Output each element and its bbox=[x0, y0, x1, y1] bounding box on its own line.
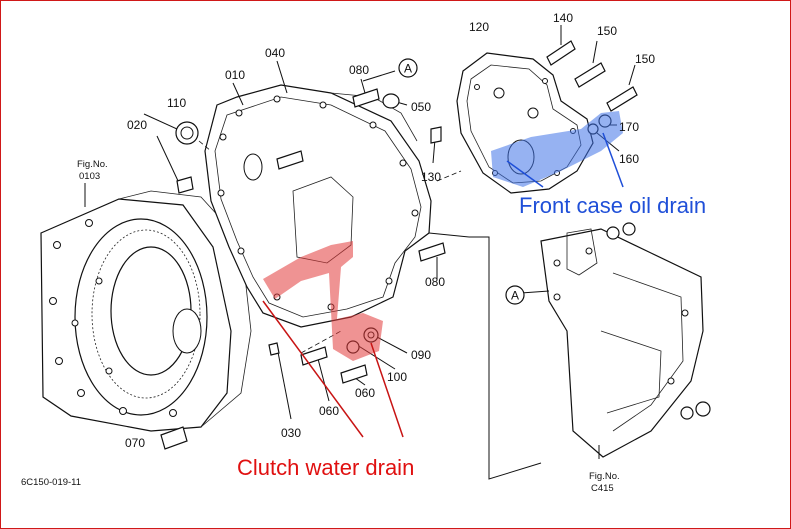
figure-ref-number: 0103 bbox=[79, 171, 100, 182]
fasteners bbox=[160, 40, 711, 450]
part-label: 020 bbox=[127, 118, 147, 132]
part-label: 040 bbox=[265, 46, 285, 60]
figure-ref-c415: Fig.No. C415 bbox=[589, 471, 620, 494]
part-label: 140 bbox=[553, 11, 573, 25]
part-label: 010 bbox=[225, 68, 245, 82]
part-label: 060 bbox=[319, 404, 339, 418]
part-label: 030 bbox=[281, 426, 301, 440]
part-label: 050 bbox=[411, 100, 431, 114]
annotation-pointers bbox=[262, 132, 624, 438]
part-label: 060 bbox=[355, 386, 375, 400]
figure-ref-prefix: Fig.No. bbox=[589, 471, 620, 482]
part-label: 130 bbox=[421, 170, 441, 184]
part-labels: 010 020 030 040 050 060 060 070 080 080 … bbox=[125, 11, 655, 450]
figure-ref-prefix: Fig.No. bbox=[77, 159, 108, 170]
part-label: 150 bbox=[635, 52, 655, 66]
oil-drain-highlight bbox=[491, 111, 623, 187]
bracket-assembly bbox=[540, 228, 704, 458]
part-label: 160 bbox=[619, 152, 639, 166]
part-label: 110 bbox=[167, 96, 186, 110]
figure-ref-number: C415 bbox=[591, 483, 614, 494]
drawing-code: 6C150-019-11 bbox=[21, 477, 81, 488]
leader-lines bbox=[84, 25, 636, 480]
part-label: 150 bbox=[597, 24, 617, 38]
water-drain-annotation: Clutch water drain bbox=[237, 455, 414, 480]
part-label: 120 bbox=[469, 20, 489, 34]
figure-ref-0103: Fig.No. 0103 bbox=[77, 159, 108, 182]
reference-marker-label: A bbox=[404, 62, 412, 76]
engine-plate bbox=[40, 190, 252, 432]
part-label: 080 bbox=[349, 63, 369, 77]
oil-drain-annotation: Front case oil drain bbox=[519, 193, 706, 218]
highlights bbox=[263, 111, 623, 361]
clutch-housing bbox=[204, 84, 432, 328]
part-label: 170 bbox=[619, 120, 639, 134]
part-label: 090 bbox=[411, 348, 431, 362]
reference-marker-upper: A bbox=[398, 58, 418, 78]
reference-marker-label: A bbox=[511, 289, 519, 303]
part-label: 070 bbox=[125, 436, 145, 450]
reference-marker-lower: A bbox=[505, 285, 525, 305]
water-drain-highlight bbox=[263, 241, 383, 361]
part-label: 100 bbox=[387, 370, 407, 384]
part-label: 080 bbox=[425, 275, 445, 289]
